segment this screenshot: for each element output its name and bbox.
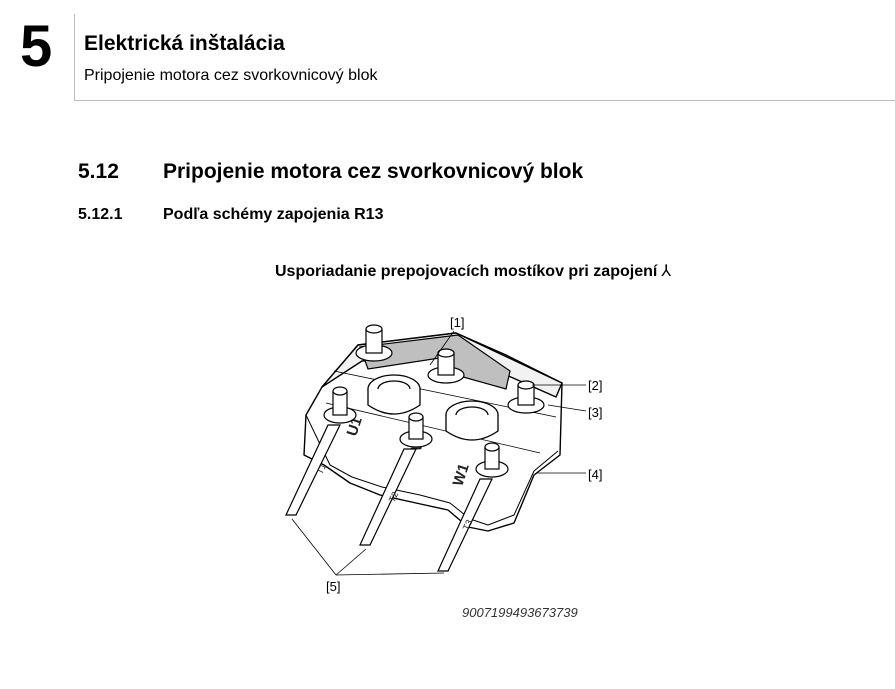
terminal-label-t3: T3 — [461, 518, 475, 532]
callout-5: [5] — [326, 579, 340, 594]
subsection-number: 5.12.1 — [78, 206, 123, 223]
chapter-number: 5 — [20, 14, 53, 79]
front-stud-right — [475, 442, 509, 478]
figure-caption: Usporiadanie prepojovacích mostíkov pri … — [275, 261, 671, 281]
chapter-subtitle: Pripojenie motora cez svorkovnicový blok — [84, 67, 378, 84]
collar-right — [445, 400, 499, 441]
subsection-title: Podľa schémy zapojenia R13 — [163, 206, 384, 223]
back-stud-left — [355, 324, 393, 362]
document-id: 9007199493673739 — [462, 605, 578, 620]
section-number: 5.12 — [78, 160, 119, 183]
callout-leaders — [291, 330, 587, 576]
terminal-block-body — [303, 332, 563, 532]
motor-lead-wires — [285, 424, 493, 572]
header-rule — [74, 100, 895, 101]
terminal-block-diagram: U1 V1 W1 T1 T2 T3 [1] [2] [3] [4] [ — [285, 315, 602, 594]
figure-caption-text: Usporiadanie prepojovacích mostíkov pri … — [275, 263, 658, 280]
chapter-divider — [74, 14, 75, 100]
front-stud-left — [323, 386, 357, 424]
star-connection-symbol: ⅄ — [661, 263, 672, 280]
collar-left — [367, 374, 421, 415]
back-stud-center — [427, 348, 465, 384]
terminal-label-t2: T2 — [387, 490, 401, 504]
terminal-label-t1: T1 — [315, 462, 329, 476]
section-title: Pripojenie motora cez svorkovnicový blok — [163, 160, 584, 183]
callout-4: [4] — [588, 467, 602, 482]
chapter-title: Elektrická inštalácia — [84, 32, 285, 55]
bridge-bar — [359, 334, 511, 390]
back-stud-right — [507, 380, 545, 414]
front-stud-center — [399, 412, 433, 448]
callout-3: [3] — [588, 405, 602, 420]
callout-1: [1] — [450, 315, 464, 330]
phase-label-w1: W1 — [450, 462, 473, 489]
callout-2: [2] — [588, 378, 602, 393]
